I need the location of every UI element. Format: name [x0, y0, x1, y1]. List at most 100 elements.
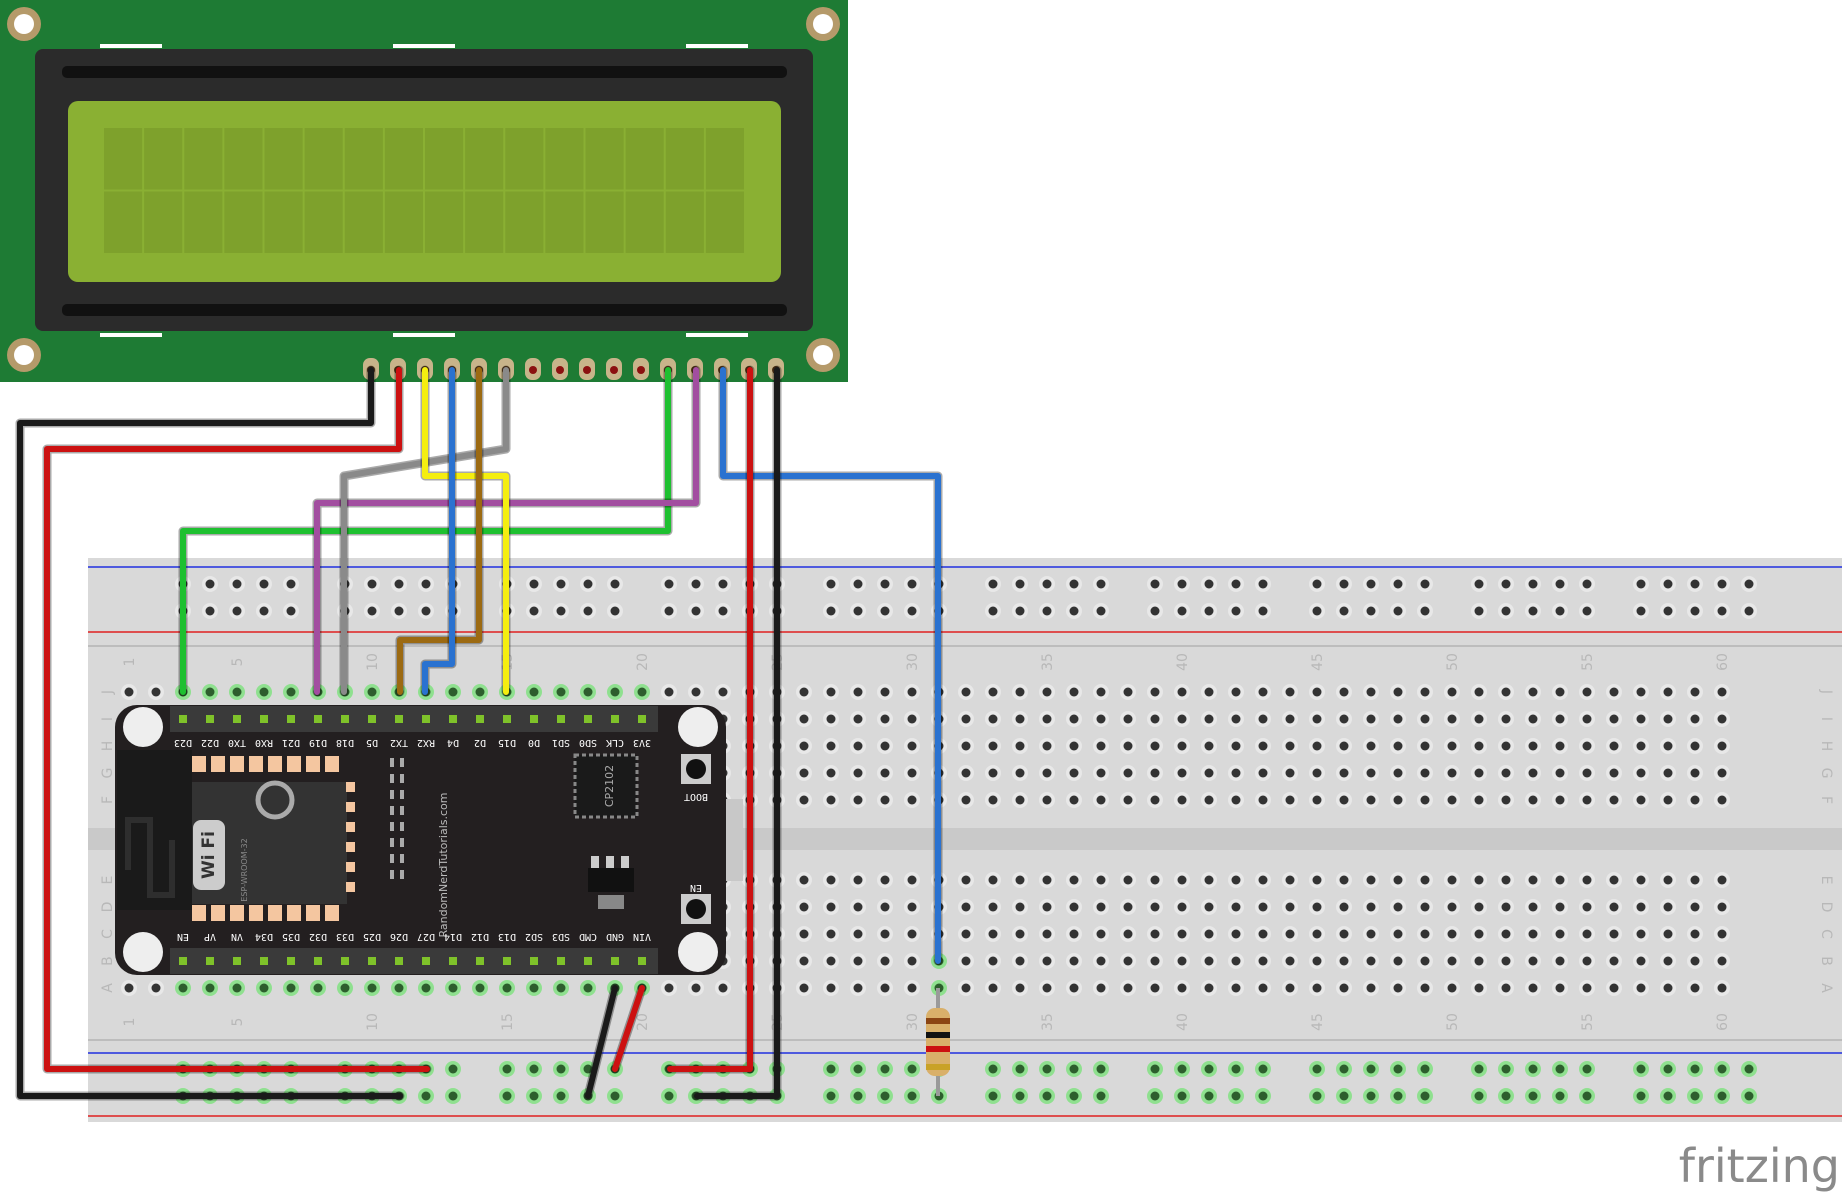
breadboard-hole-center [1015, 956, 1025, 966]
breadboard-hole-center [1366, 606, 1376, 616]
header-pin [476, 715, 484, 723]
breadboard-hole-center [1096, 902, 1106, 912]
breadboard-hole-center [1042, 929, 1052, 939]
regulator-tab [598, 895, 624, 909]
breadboard-hole-center [1582, 875, 1592, 885]
lcd-pin-hole [583, 366, 591, 374]
breadboard-hole-center [1015, 875, 1025, 885]
breadboard-hole-center [1393, 929, 1403, 939]
breadboard-hole-center [1096, 1064, 1106, 1074]
header-pin [260, 957, 268, 965]
header-pin [638, 957, 646, 965]
breadboard-hole-center [1501, 875, 1511, 885]
breadboard-hole-center [1636, 768, 1646, 778]
breadboard-hole-center [1285, 875, 1295, 885]
esp32-pcb [115, 705, 726, 975]
breadboard-hole-center [1231, 902, 1241, 912]
breadboard-hole-center [664, 687, 674, 697]
pin-header [170, 948, 658, 974]
breadboard-hole-center [1501, 606, 1511, 616]
breadboard-hole-center [1312, 956, 1322, 966]
column-number: 60 [1715, 1013, 1731, 1031]
breadboard-hole-center [1177, 687, 1187, 697]
pin-label: SD1 [552, 737, 570, 748]
breadboard-hole-center [907, 795, 917, 805]
breadboard-hole-center [1717, 875, 1727, 885]
column-number: 30 [905, 1013, 921, 1031]
breadboard-hole-center [1366, 875, 1376, 885]
breadboard-hole-center [907, 579, 917, 589]
breadboard-hole-center [961, 902, 971, 912]
lcd-character-cell [465, 191, 504, 253]
breadboard-hole-center [988, 1064, 998, 1074]
breadboard-hole-center [1447, 983, 1457, 993]
breadboard-hole-center [1420, 714, 1430, 724]
breadboard-hole-center [1069, 902, 1079, 912]
breadboard-hole-center [1231, 714, 1241, 724]
column-number: 5 [230, 658, 246, 667]
breadboard-hole-center [1096, 956, 1106, 966]
breadboard-hole-center [961, 956, 971, 966]
breadboard-hole-center [1258, 929, 1268, 939]
module-pad [268, 905, 282, 921]
antenna-trace [125, 817, 175, 898]
mount-hole [123, 932, 163, 972]
breadboard-hole-center [1663, 741, 1673, 751]
breadboard-hole-center [1717, 579, 1727, 589]
breadboard-hole-center [1528, 929, 1538, 939]
breadboard-hole-center [1501, 741, 1511, 751]
breadboard-hole-center [1042, 687, 1052, 697]
breadboard-hole-center [1339, 929, 1349, 939]
breadboard-hole-center [1609, 902, 1619, 912]
breadboard-hole-center [448, 983, 458, 993]
column-number: 10 [365, 1013, 381, 1031]
row-letter: D [100, 902, 116, 913]
breadboard-hole-center [1231, 768, 1241, 778]
column-number: 5 [230, 1018, 246, 1027]
breadboard-hole-center [1717, 902, 1727, 912]
lcd-character-cell [545, 191, 584, 253]
breadboard-hole-center [1474, 875, 1484, 885]
breadboard-hole-center [1339, 1064, 1349, 1074]
header-pin [233, 715, 241, 723]
breadboard-hole-center [1366, 795, 1376, 805]
pin-label: D35 [282, 931, 300, 942]
breadboard-hole-center [1096, 929, 1106, 939]
module-pad [346, 822, 355, 832]
breadboard-hole-center [691, 687, 701, 697]
breadboard-hole-center [1420, 606, 1430, 616]
pin-label: D19 [309, 737, 327, 748]
breadboard-hole-center [1582, 579, 1592, 589]
breadboard-hole-center [1663, 579, 1673, 589]
breadboard-hole-center [1312, 741, 1322, 751]
breadboard-hole-center [367, 606, 377, 616]
breadboard-hole-center [1258, 714, 1268, 724]
breadboard-hole-center [1663, 714, 1673, 724]
lcd-tab [100, 44, 162, 48]
pin-label: SD3 [552, 931, 570, 942]
header-pin [206, 957, 214, 965]
breadboard-hole-center [502, 1064, 512, 1074]
breadboard-hole-center [1285, 902, 1295, 912]
breadboard-hole-center [1096, 983, 1106, 993]
breadboard-hole-center [1474, 606, 1484, 616]
breadboard-hole-center [1366, 983, 1376, 993]
breadboard-hole-center [1258, 687, 1268, 697]
breadboard-hole-center [1528, 1091, 1538, 1101]
breadboard-hole-center [1555, 579, 1565, 589]
breadboard-hole-center [880, 687, 890, 697]
breadboard-hole-center [1231, 1064, 1241, 1074]
breadboard-hole-center [907, 929, 917, 939]
breadboard-hole-center [1015, 1064, 1025, 1074]
breadboard-hole-center [1474, 902, 1484, 912]
lcd-character-cell [224, 191, 263, 253]
breadboard-hole-center [1096, 687, 1106, 697]
breadboard-hole-center [1123, 983, 1133, 993]
breadboard-hole-center [691, 983, 701, 993]
breadboard-hole-center [1582, 741, 1592, 751]
header-pin [395, 715, 403, 723]
breadboard-hole-center [880, 902, 890, 912]
breadboard-hole-center [826, 606, 836, 616]
breadboard-hole-center [1150, 1091, 1160, 1101]
cp2102-chip [573, 753, 639, 819]
